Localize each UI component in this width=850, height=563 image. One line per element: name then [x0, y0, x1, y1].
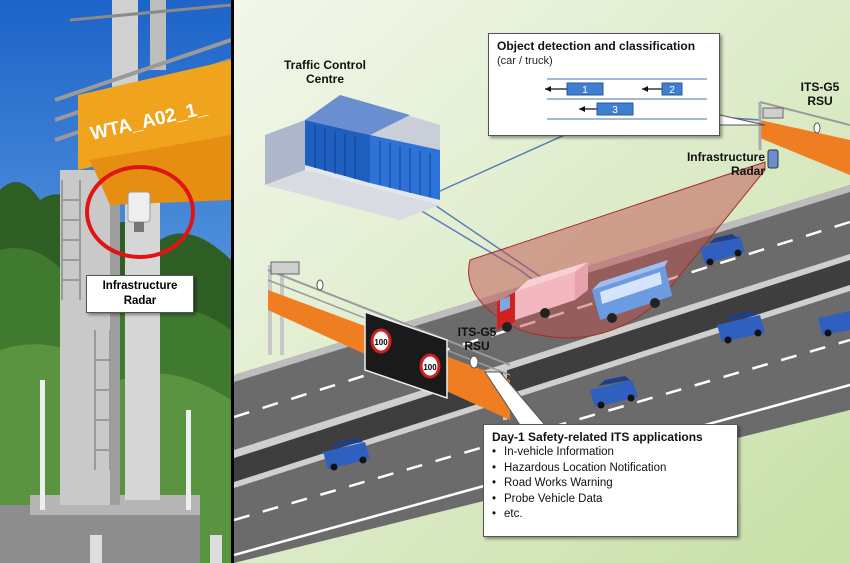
tcc-label: Traffic Control Centre	[275, 58, 375, 86]
list-item: In-vehicle Information	[492, 445, 729, 461]
gantry-light	[316, 279, 324, 291]
speed-limit-right: 100	[423, 363, 437, 372]
its-applications-box: Day-1 Safety-related ITS applications In…	[483, 424, 738, 537]
photo-radar-label-line2: Radar	[123, 295, 157, 307]
list-item: Hazardous Location Notification	[492, 461, 729, 477]
right-gantry	[758, 101, 850, 175]
rsu-right-label-line1: ITS-G5	[800, 80, 840, 94]
lane-object-2: 2	[642, 82, 683, 96]
traffic-control-centre-building	[265, 95, 440, 220]
rsu-right-label: ITS-G5 RSU	[795, 80, 845, 108]
rsu-left-label: ITS-G5 RSU	[452, 325, 502, 353]
car	[717, 311, 765, 344]
highlight-circle	[85, 165, 195, 259]
object-detection-subtitle: (car / truck)	[497, 55, 553, 67]
radar-diagram-label-line1: Infrastructure	[686, 150, 765, 164]
right-rsu-device	[813, 122, 821, 134]
photo-radar-label-line1: Infrastructure	[102, 280, 178, 292]
car	[700, 234, 745, 266]
photo-radar-label: Infrastructure Radar	[86, 275, 194, 313]
lane-object-1-label: 1	[582, 85, 588, 96]
lane-object-3-label: 3	[612, 105, 618, 116]
truck	[497, 262, 588, 332]
tcc-label-line2: Centre	[305, 72, 344, 86]
radar-device	[127, 191, 151, 223]
lane-object-2-label: 2	[669, 85, 675, 96]
lane-diagram: 1 2 3	[545, 78, 707, 120]
rsu-left-label-line2: RSU	[464, 339, 490, 353]
object-detection-title: Object detection and classification	[497, 39, 696, 53]
object-detection-box: Object detection and classification (car…	[488, 33, 720, 136]
panel-divider	[231, 0, 234, 563]
radar-diagram-label-line2: Radar	[730, 164, 765, 178]
its-applications-title: Day-1 Safety-related ITS applications	[492, 430, 703, 444]
car	[323, 438, 370, 471]
right-radar-device	[767, 149, 779, 169]
left-rsu-device	[469, 355, 479, 369]
bus	[592, 260, 672, 323]
car	[818, 311, 850, 337]
rsu-left-label-line1: ITS-G5	[457, 325, 497, 339]
speed-limit-left: 100	[374, 338, 388, 347]
lane-object-3: 3	[579, 102, 634, 116]
list-item: Probe Vehicle Data	[492, 492, 729, 508]
tcc-label-line1: Traffic Control	[283, 58, 366, 72]
lane-object-1: 1	[545, 82, 604, 96]
list-item: Road Works Warning	[492, 476, 729, 492]
car	[590, 376, 638, 409]
its-applications-list: In-vehicle Information Hazardous Locatio…	[492, 445, 729, 523]
rsu-right-label-line2: RSU	[807, 94, 833, 108]
list-item: etc.	[492, 507, 729, 523]
left-gantry: 100 100	[267, 261, 511, 420]
radar-photo: WTA_A02_1_	[0, 0, 231, 563]
radar-diagram-label: Infrastructure Radar	[665, 150, 765, 178]
